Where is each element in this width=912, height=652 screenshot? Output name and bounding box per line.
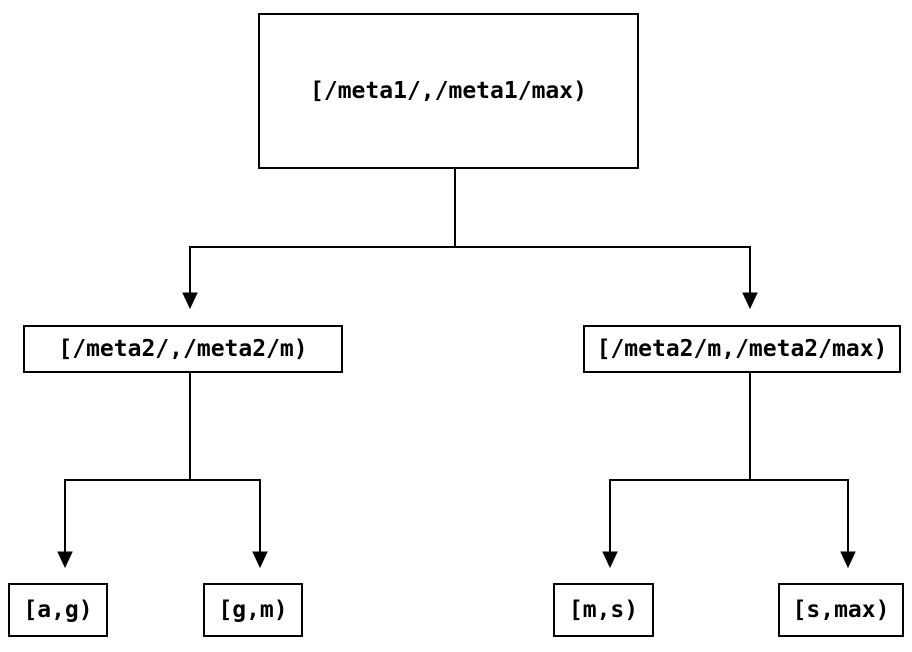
edge-right-child-to-leaf-smax (840, 479, 856, 569)
edge-left-child-to-leaf-gm (252, 479, 268, 569)
tree-node-leaf-smax: [s,max) (778, 583, 904, 637)
edge-root-stem (190, 169, 750, 248)
arrowhead-down-icon (182, 292, 198, 310)
tree-node-leaf-ms-label: [m,s) (568, 597, 639, 623)
arrowhead-down-icon (602, 551, 618, 569)
arrowhead-down-icon (840, 551, 856, 569)
tree-node-leaf-gm: [g,m) (203, 583, 303, 637)
tree-node-root-label: [/meta1/,/meta1/max) (310, 78, 587, 104)
tree-node-leaf-ag: [a,g) (8, 583, 108, 637)
edge-right-child-stem (610, 373, 848, 481)
tree-node-leaf-ms: [m,s) (553, 583, 654, 637)
edge-root-to-left-child (182, 246, 198, 310)
tree-node-left-child: [/meta2/,/meta2/m) (23, 325, 343, 373)
tree-node-leaf-ag-label: [a,g) (23, 597, 93, 623)
tree-node-leaf-smax-label: [s,max) (792, 597, 890, 623)
tree-node-right-child: [/meta2/m,/meta2/max) (583, 325, 901, 373)
edge-left-child-stem (65, 373, 260, 481)
edge-root-to-right-child (742, 246, 758, 310)
arrowhead-down-icon (252, 551, 268, 569)
tree-node-leaf-gm-label: [g,m) (218, 597, 288, 623)
tree-node-right-child-label: [/meta2/m,/meta2/max) (596, 336, 888, 362)
tree-node-root: [/meta1/,/meta1/max) (258, 13, 639, 169)
edge-right-child-to-leaf-ms (602, 479, 618, 569)
arrowhead-down-icon (742, 292, 758, 310)
arrowhead-down-icon (57, 551, 73, 569)
edge-left-child-to-leaf-ag (57, 479, 73, 569)
tree-node-left-child-label: [/meta2/,/meta2/m) (58, 336, 308, 362)
